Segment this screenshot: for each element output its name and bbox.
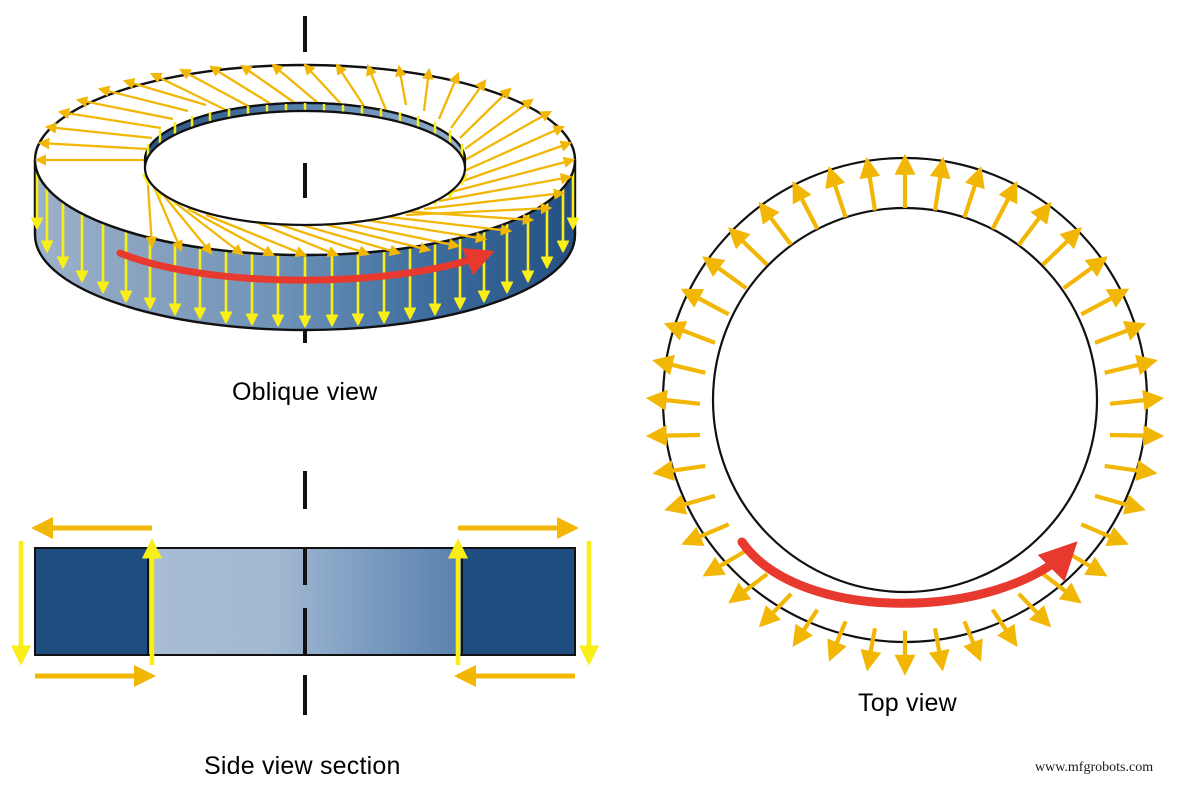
oblique-view-label: Oblique view — [232, 378, 378, 406]
side-view-right-block — [461, 547, 576, 656]
side-view-label: Side view section — [204, 752, 401, 780]
side-view-dimension-arrows — [30, 516, 580, 688]
top-view-group — [645, 153, 1165, 676]
side-view-group — [10, 471, 600, 715]
watermark-text: www.mfgrobots.com — [1035, 760, 1154, 775]
top-view-rotation-arrow — [737, 537, 1078, 608]
oblique-rotation-arrow — [116, 247, 495, 284]
top-view-label: Top view — [858, 689, 957, 717]
side-view-vertical-field-arrows — [10, 538, 600, 666]
oblique-view-group — [35, 16, 575, 343]
top-view-radial-field-arrows — [645, 153, 1165, 676]
side-view-left-block — [34, 547, 149, 656]
top-view-inner-circle — [711, 206, 1099, 594]
